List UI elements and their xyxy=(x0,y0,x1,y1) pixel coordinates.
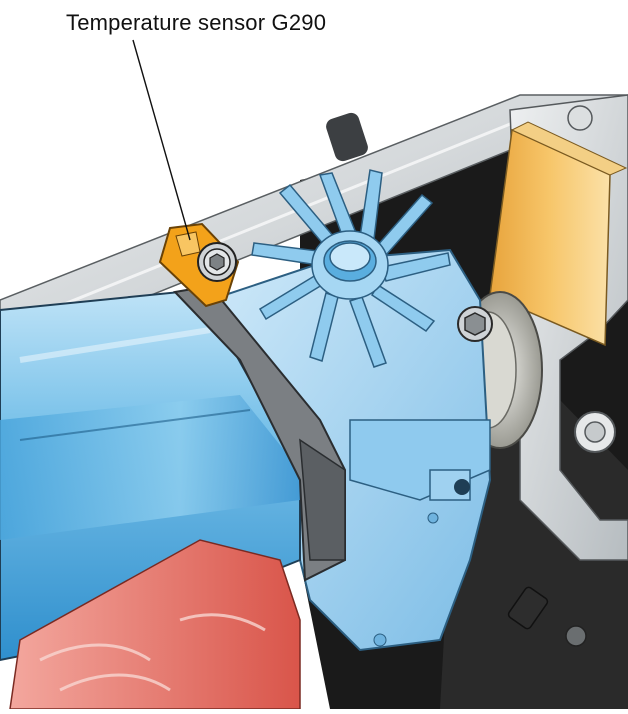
cooling-fan xyxy=(251,169,451,368)
callout-label-temperature-sensor: Temperature sensor G290 xyxy=(66,10,327,35)
callout-leader-line xyxy=(132,39,191,241)
clamp-strap xyxy=(172,284,346,582)
cable-connector xyxy=(507,586,587,647)
orange-block xyxy=(489,121,628,347)
pump-housing xyxy=(208,248,492,652)
housing-bolt xyxy=(457,306,493,342)
sensor-bolt xyxy=(197,242,237,282)
